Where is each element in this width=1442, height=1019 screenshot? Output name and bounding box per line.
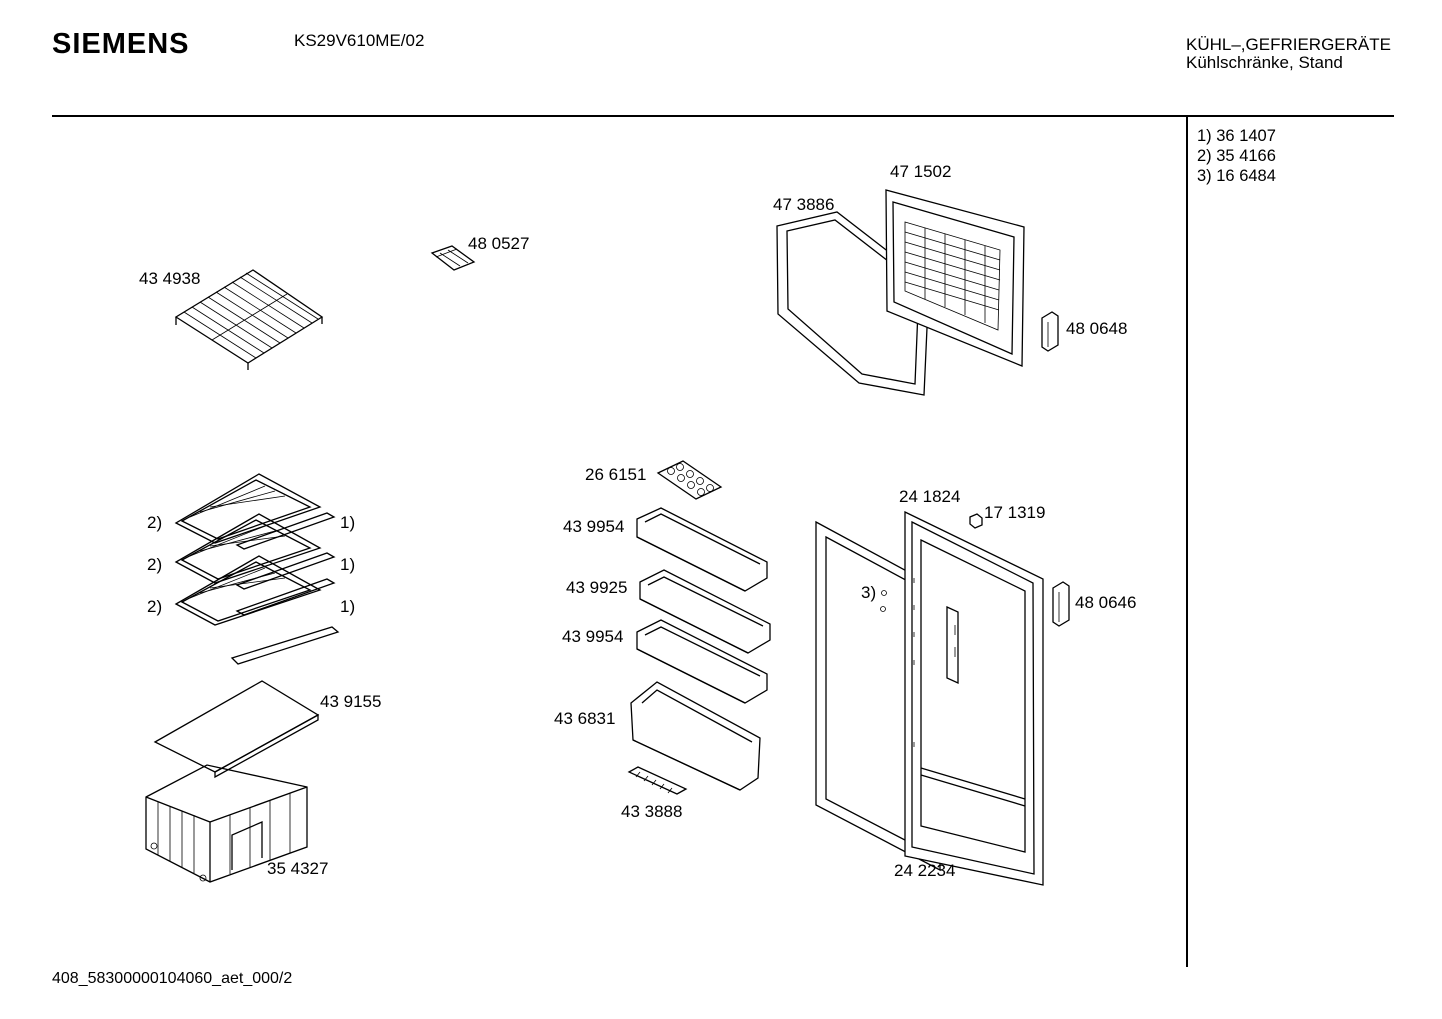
part-label: 1): [340, 597, 356, 616]
part-label: 35 4327: [267, 859, 329, 878]
egg-tray-drawing: [656, 460, 723, 500]
part-label: 43 9925: [566, 578, 628, 597]
crisper-drawer-drawing: [145, 764, 308, 883]
freezer-door-seal-drawing: [776, 211, 930, 396]
brand-logo: SIEMENS: [52, 28, 190, 60]
part-label: 2): [147, 513, 163, 532]
notes-divider: [1186, 117, 1188, 967]
part-label: 43 3888: [621, 802, 683, 821]
category-title: KÜHL–,GEFRIERGERÄTE: [1186, 35, 1391, 54]
fridge-door-drawing: [904, 510, 1044, 886]
glass-shelves-drawing: [174, 473, 340, 665]
small-cube-drawing: [969, 513, 983, 529]
part-label: 1): [340, 555, 356, 574]
part-label: 48 0648: [1066, 319, 1128, 338]
part-label: 43 9954: [563, 517, 625, 536]
hinge-lower-drawing: [1052, 581, 1070, 627]
note-item: 2) 35 4166: [1197, 147, 1276, 165]
part-label: 24 2234: [894, 861, 956, 880]
part-label: 17 1319: [984, 503, 1046, 522]
crisper-cover-drawing: [153, 680, 320, 779]
wire-shelf-drawing: [174, 269, 324, 370]
part-label: 1): [340, 513, 356, 532]
screws-drawing: [880, 590, 887, 612]
part-label: 26 6151: [585, 465, 647, 484]
freezer-door-drawing: [885, 189, 1025, 367]
small-grid-drawing: [627, 766, 688, 795]
door-shelves-drawing: [630, 507, 771, 791]
part-label: 43 6831: [554, 709, 616, 728]
note-item: 1) 36 1407: [1197, 127, 1276, 145]
part-label: 47 3886: [773, 195, 835, 214]
part-label: 48 0646: [1075, 593, 1137, 612]
part-label: 3): [861, 583, 877, 602]
header-divider: [52, 115, 1394, 117]
part-label: 43 9155: [320, 692, 382, 711]
part-label: 43 4938: [139, 269, 201, 288]
notes-list: 1) 36 1407 2) 35 4166 3) 16 6484: [1197, 126, 1276, 186]
model-number: KS29V610ME/02: [294, 31, 425, 50]
category-subtitle: Kühlschränke, Stand: [1186, 53, 1343, 72]
part-label: 43 9954: [562, 627, 624, 646]
part-label: 24 1824: [899, 487, 961, 506]
part-label: 47 1502: [890, 162, 952, 181]
part-label: 2): [147, 597, 163, 616]
note-item: 3) 16 6484: [1197, 167, 1276, 185]
hinge-upper-drawing: [1041, 311, 1059, 352]
small-clip-drawing: [430, 245, 476, 271]
part-label: 2): [147, 555, 163, 574]
part-label: 48 0527: [468, 234, 530, 253]
document-footer-id: 408_58300000104060_aet_000/2: [52, 970, 293, 987]
